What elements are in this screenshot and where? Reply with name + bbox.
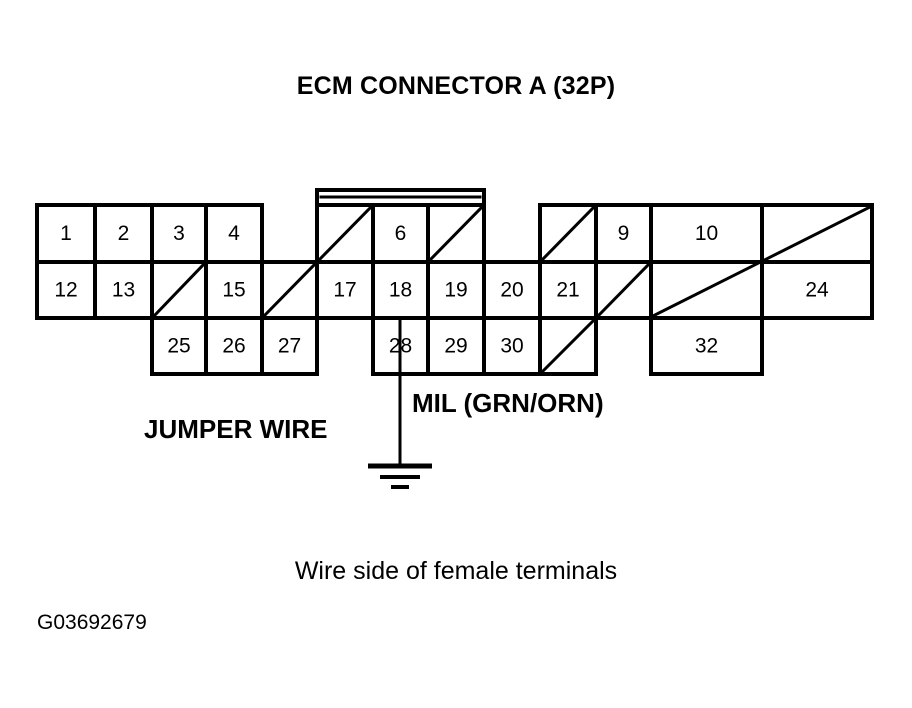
cell-diagonal-22 xyxy=(595,261,652,319)
cell-diagonal-7 xyxy=(427,204,485,263)
pin-number-32: 32 xyxy=(695,335,718,358)
pin-number-3: 3 xyxy=(173,222,185,245)
mil-wire-label: MIL (GRN/ORN) xyxy=(412,388,604,418)
pin-number-19: 19 xyxy=(444,279,467,302)
pin-number-21: 21 xyxy=(556,279,579,302)
cell-diagonal-14 xyxy=(151,261,207,319)
pin-number-17: 17 xyxy=(333,279,356,302)
pin-number-1: 1 xyxy=(60,222,72,245)
connector-cell-29 xyxy=(426,316,486,376)
connector-cell-19 xyxy=(426,260,486,320)
pin-number-15: 15 xyxy=(222,279,245,302)
connector-cell-24 xyxy=(760,260,874,320)
pin-number-10: 10 xyxy=(695,222,718,245)
page-title: ECM CONNECTOR A (32P) xyxy=(296,72,616,100)
pin-number-9: 9 xyxy=(618,222,630,245)
cell-diagonal-8 xyxy=(539,204,597,263)
pin-number-29: 29 xyxy=(444,335,467,358)
connector-cell-13 xyxy=(93,260,154,320)
pin-number-12: 12 xyxy=(54,279,77,302)
connector-cell-27 xyxy=(260,316,319,376)
jumper-wire-label: JUMPER WIRE xyxy=(144,414,328,444)
pin-number-2: 2 xyxy=(118,222,130,245)
pin-number-30: 30 xyxy=(500,335,523,358)
pin-number-13: 13 xyxy=(112,279,135,302)
diagram-caption: Wire side of female terminals xyxy=(294,557,618,585)
cell-diagonal-5 xyxy=(316,204,374,263)
connector-cell-32 xyxy=(649,316,764,376)
pin-number-4: 4 xyxy=(228,222,240,245)
connector-cell-17 xyxy=(315,260,375,320)
cell-diagonal-11-23 xyxy=(650,204,873,319)
connector-cell-30 xyxy=(482,316,542,376)
cell-diagonal-31 xyxy=(539,317,597,375)
mil-wire-and-ground xyxy=(368,318,432,489)
figure-id: G03692679 xyxy=(37,611,147,634)
pin-number-6: 6 xyxy=(395,222,407,245)
pin-number-27: 27 xyxy=(278,335,301,358)
pin-number-25: 25 xyxy=(167,335,190,358)
pin-number-24: 24 xyxy=(805,279,829,302)
connector-cell-26 xyxy=(204,316,264,376)
cell-diagonal-16 xyxy=(261,261,318,319)
connector-cell-6 xyxy=(371,203,430,264)
pin-number-18: 18 xyxy=(389,279,412,302)
connector-blank-diagonals xyxy=(151,204,873,375)
pin-number-26: 26 xyxy=(222,335,245,358)
connector-cell-3 xyxy=(150,203,208,264)
pin-number-20: 20 xyxy=(500,279,523,302)
